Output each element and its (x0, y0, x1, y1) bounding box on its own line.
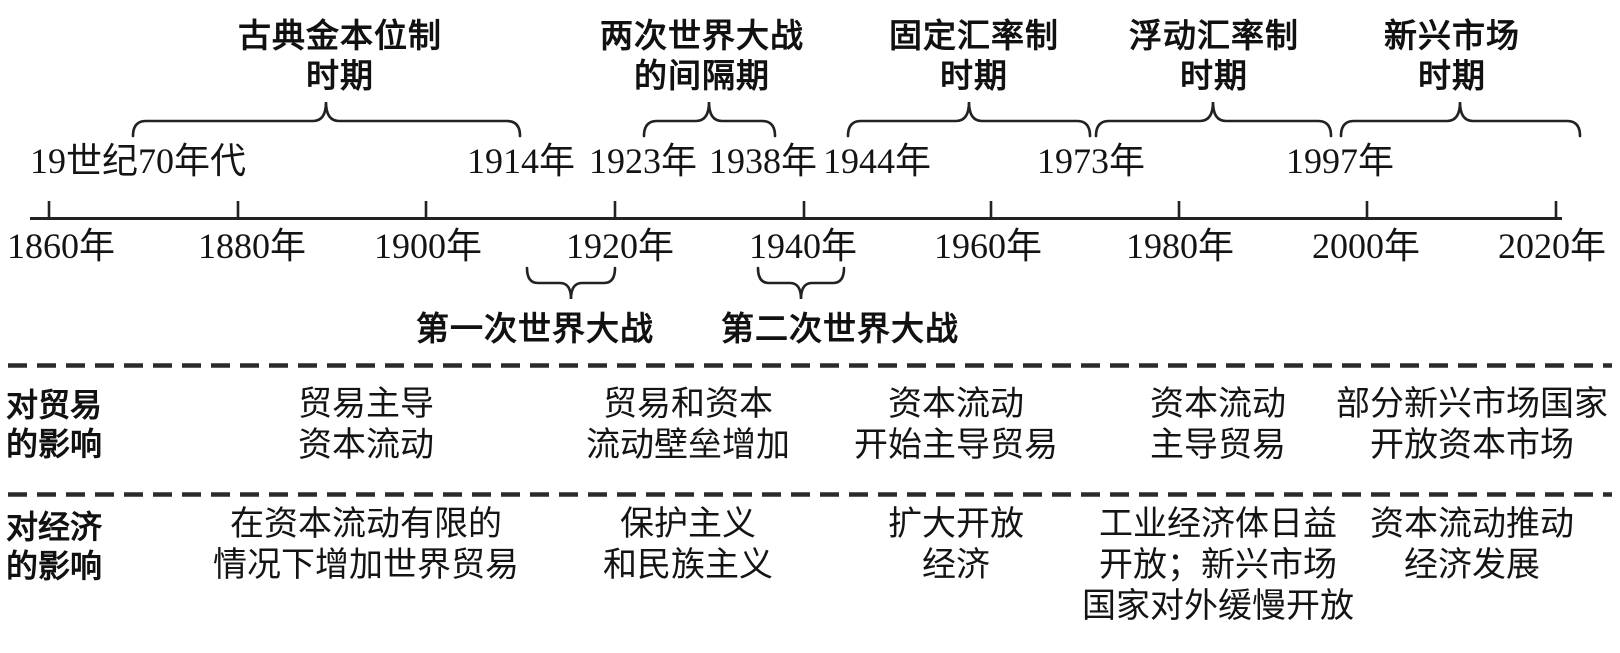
row-label-trade: 对贸易 的影响 (6, 387, 103, 462)
period-brace-fixed-rate (846, 101, 1092, 138)
boundary-year-1944: 1944年 (822, 141, 931, 181)
boundary-year-1938: 1938年 (708, 141, 817, 181)
period-title-interwar: 两次世界大战 的间隔期 (600, 17, 804, 94)
boundary-year-1923: 1923年 (588, 141, 697, 181)
axis-label-1860: 1860年 (6, 226, 115, 266)
period-title-emerging-market: 新兴市场 时期 (1384, 17, 1520, 94)
axis-label-1920: 1920年 (565, 226, 674, 266)
boundary-year-1870s: 19世纪70年代 (29, 141, 246, 181)
economy-impact-cell-2: 保护主义 和民族主义 (603, 506, 773, 584)
axis-label-1940: 1940年 (748, 226, 857, 266)
boundary-year-1997: 1997年 (1285, 141, 1394, 181)
trade-impact-cell-5: 部分新兴市场国家 开放资本市场 (1336, 386, 1608, 464)
economy-impact-cell-5: 资本流动推动 经济发展 (1370, 506, 1574, 584)
axis-label-1960: 1960年 (933, 226, 1042, 266)
ww1-brace (525, 266, 617, 300)
economy-impact-cell-1: 在资本流动有限的 情况下增加世界贸易 (213, 506, 519, 584)
axis-label-2000: 2000年 (1311, 226, 1420, 266)
ww2-brace (756, 266, 846, 300)
boundary-year-1914: 1914年 (466, 141, 575, 181)
trade-impact-cell-3: 资本流动 开始主导贸易 (854, 386, 1058, 464)
economy-impact-cell-3: 扩大开放 经济 (888, 506, 1024, 584)
axis-label-1880: 1880年 (197, 226, 306, 266)
period-title-floating-rate: 浮动汇率制 时期 (1129, 17, 1299, 94)
axis-label-1900: 1900年 (373, 226, 482, 266)
axis-ticks (47, 201, 1558, 217)
period-brace-gold-standard (131, 101, 522, 138)
period-title-gold-standard: 古典金本位制 时期 (238, 17, 442, 94)
trade-impact-cell-4: 资本流动 主导贸易 (1150, 386, 1286, 464)
ww1-label: 第一次世界大战 (416, 310, 654, 347)
period-brace-emerging-market (1339, 101, 1582, 138)
boundary-year-1973: 1973年 (1036, 141, 1145, 181)
trade-impact-cell-1: 贸易主导 资本流动 (298, 386, 434, 464)
period-title-fixed-rate: 固定汇率制 时期 (889, 17, 1059, 94)
economy-impact-cell-4: 工业经济体日益 开放；新兴市场 国家对外缓慢开放 (1082, 506, 1354, 625)
trade-impact-cell-2: 贸易和资本 流动壁垒增加 (586, 386, 790, 464)
ww2-label: 第二次世界大战 (721, 310, 959, 347)
period-brace-floating-rate (1094, 101, 1333, 138)
axis-label-2020: 2020年 (1497, 226, 1606, 266)
row-label-economy: 对经济 的影响 (6, 509, 103, 584)
axis-label-1980: 1980年 (1125, 226, 1234, 266)
period-brace-interwar (642, 101, 777, 138)
